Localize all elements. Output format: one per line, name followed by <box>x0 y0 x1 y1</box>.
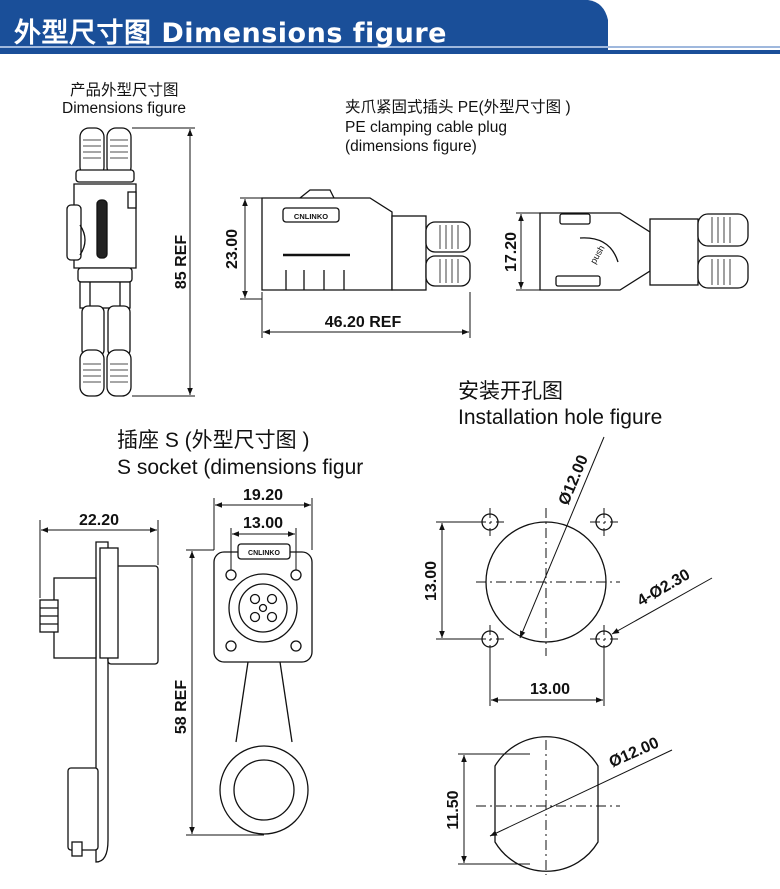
socket-height-dimension <box>186 549 264 836</box>
install-screw-label: 4-Ø2.30 <box>634 566 693 610</box>
plug-outline-height-label: 85 REF <box>173 235 190 289</box>
plug-outline-title-en: Dimensions figure <box>62 100 187 117</box>
socket-width-dimensions <box>213 498 313 570</box>
pe-plug-height-dimension <box>240 197 262 300</box>
install-vertical-dimension <box>436 521 482 640</box>
socket-depth-label: 22.20 <box>79 512 119 529</box>
install-hole-drawing <box>481 513 613 648</box>
socket-side-drawing <box>39 541 159 863</box>
socket-depth-dimension <box>39 520 159 598</box>
install-horizontal-dimension <box>489 647 605 706</box>
install-horizontal-label: 13.00 <box>530 681 570 698</box>
install-diameter-label: Ø12.00 <box>556 453 592 508</box>
install-vertical-label: 13.00 <box>423 561 440 601</box>
socket-height-label: 58 REF <box>173 680 190 734</box>
socket-brand-text: CNLINKO <box>248 550 280 557</box>
install-hole-leaders <box>519 436 713 639</box>
socket-front-drawing <box>213 543 313 835</box>
pe-plug-brand-text: CNLINKO <box>294 212 328 221</box>
install-title-en: Installation hole figure <box>458 406 663 429</box>
socket-flange-width-label: 19.20 <box>243 487 283 504</box>
pe-plug-title-cn: 夹爪紧固式插头 PE(外型尺寸图 ) <box>345 99 571 116</box>
pe-plug-title-en-1: PE clamping cable plug <box>345 119 507 136</box>
plug-outline-title-cn: 产品外型尺寸图 <box>70 82 179 99</box>
plug-outline-drawing <box>66 127 137 397</box>
pe-plug-top-height-label: 17.20 <box>503 232 520 272</box>
pe-plug-length-label: 46.20 REF <box>325 314 402 331</box>
install-d-diameter-label: Ø12.00 <box>607 734 662 771</box>
pe-plug-height-label: 23.00 <box>224 229 241 269</box>
install-d-hole-centerlines <box>476 740 620 875</box>
install-d-hole-leaders <box>458 749 673 865</box>
pe-plug-length-dimension <box>261 292 471 338</box>
plug-outline-height-dimension <box>132 127 195 397</box>
install-title-cn: 安装开孔图 <box>458 380 563 403</box>
pe-plug-top-height-dimension <box>516 212 540 291</box>
pe-plug-top-drawing <box>539 212 749 291</box>
page-title: 外型尺寸图 Dimensions figure <box>14 18 447 49</box>
install-d-height-label: 11.50 <box>445 790 462 829</box>
socket-hole-spacing-label: 13.00 <box>243 515 283 532</box>
banner-shape <box>0 0 780 54</box>
pe-plug-side-drawing <box>261 189 471 291</box>
socket-title-cn: 插座 S (外型尺寸图 ) <box>117 429 310 452</box>
socket-title-en: S socket (dimensions figur <box>117 456 364 479</box>
pe-plug-title-en-2: (dimensions figure) <box>345 138 477 155</box>
